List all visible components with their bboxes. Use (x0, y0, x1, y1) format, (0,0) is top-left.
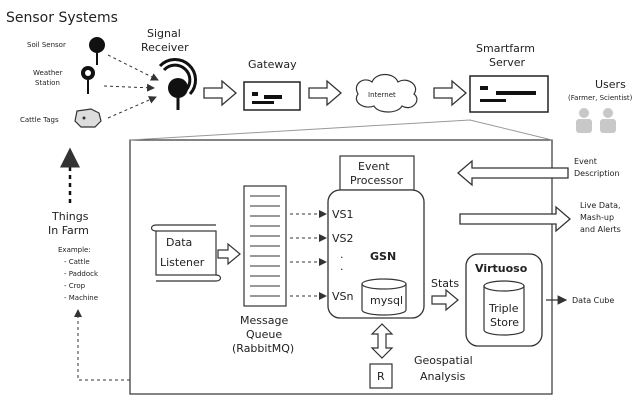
server-device-icon (469, 75, 549, 113)
geospatial-label-1: Geospatial (414, 354, 473, 367)
internet-label: Internet (368, 91, 396, 99)
mysql-label: mysql (370, 294, 403, 307)
system-boundary-box (129, 139, 553, 395)
internet-cloud-icon (355, 73, 418, 113)
things-item: - Crop (64, 282, 86, 290)
queue-label-2: Queue (246, 328, 282, 341)
r-box (369, 363, 393, 389)
gateway-to-internet-arrow (308, 79, 342, 107)
triple-store-icon (483, 280, 525, 336)
weather-to-receiver-arrow (103, 83, 155, 92)
data-cube-label: Data Cube (572, 296, 614, 305)
things-label-2: In Farm (48, 224, 89, 237)
things-item: - Paddock (64, 270, 99, 278)
users-sublabel: (Farmer, Scientist) (568, 94, 633, 102)
event-processor-label-1: Event (358, 160, 390, 173)
r-label: R (377, 370, 385, 383)
listener-to-queue-arrow (217, 242, 241, 266)
users-label: Users (595, 78, 626, 91)
message-queue-stack (243, 185, 287, 307)
virtuoso-title: Virtuoso (475, 262, 528, 275)
geospatial-label-2: Analysis (420, 370, 466, 383)
live-label-1: Live Data, (580, 201, 621, 210)
things-item: - Cattle (64, 258, 90, 266)
event-desc-label-2: Description (574, 169, 620, 178)
gateway-label: Gateway (248, 58, 297, 71)
triple-store-label-1: Triple (488, 302, 519, 315)
live-label-3: and Alerts (580, 225, 621, 234)
vs-dots: . (340, 260, 344, 273)
cattle-icon (74, 108, 102, 128)
queue-label-3: (RabbitMQ) (232, 342, 294, 355)
data-listener-scroll (150, 224, 222, 282)
things-example-label: Example: (58, 246, 91, 254)
stats-label: Stats (431, 277, 459, 290)
receiver-to-gateway-arrow (203, 79, 237, 107)
server-label-2: Server (489, 56, 526, 69)
triple-store-label-2: Store (490, 316, 519, 329)
things-item: - Machine (64, 294, 98, 302)
antenna-icon (158, 58, 197, 110)
gsn-to-virtuoso-arrow (431, 288, 459, 312)
gsn-r-double-arrow (370, 323, 394, 359)
vsn-label: VSn (332, 290, 354, 303)
event-desc-label-1: Event (574, 157, 597, 166)
live-data-arrow (459, 205, 571, 233)
users-icon (576, 108, 616, 133)
server-zoom-lines (129, 119, 553, 141)
mysql-database-icon (361, 278, 407, 316)
soil-sensor-label: Soil Sensor (27, 41, 66, 49)
event-description-arrow (457, 159, 569, 187)
weather-label-2: Station (35, 79, 60, 87)
gateway-device-icon (243, 81, 301, 111)
cattle-to-receiver-arrow (107, 96, 157, 119)
cattle-tags-label: Cattle Tags (20, 116, 59, 124)
box-to-things-dashed-line (74, 309, 130, 381)
internet-to-server-arrow (433, 79, 467, 107)
soil-to-receiver-arrow (107, 54, 159, 81)
data-listener-label-2: Listener (160, 256, 205, 269)
vs-dots: . (340, 248, 344, 261)
signal-receiver-label-2: Receiver (141, 41, 189, 54)
vs2-label: VS2 (332, 232, 354, 245)
weather-station-icon (81, 66, 95, 94)
live-label-2: Mash-up (580, 213, 614, 222)
weather-label-1: Weather (33, 69, 63, 77)
signal-receiver-label-1: Signal (147, 27, 181, 40)
soil-sensor-icon (89, 37, 105, 65)
data-listener-label-1: Data (166, 236, 192, 249)
gsn-title: GSN (370, 250, 396, 263)
queue-label-1: Message (240, 314, 288, 327)
vs1-label: VS1 (332, 208, 354, 221)
things-label-1: Things (51, 210, 89, 223)
sensor-systems-title: Sensor Systems (6, 10, 118, 26)
event-processor-label-2: Processor (350, 174, 403, 187)
server-label-1: Smartfarm (476, 42, 535, 55)
